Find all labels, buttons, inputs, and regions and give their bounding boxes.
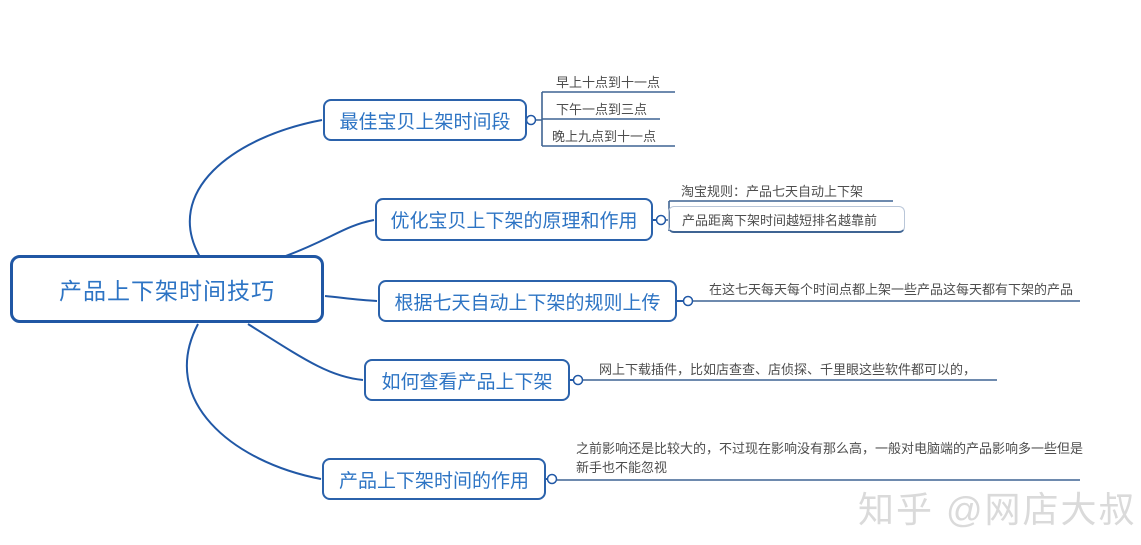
subtopic-2-2[interactable]: 产品距离下架时间越短排名越靠前	[668, 206, 905, 233]
collapse-handle-branch-5[interactable]	[546, 473, 558, 485]
subtopic-2-2-label: 产品距离下架时间越短排名越靠前	[682, 212, 878, 228]
branch-topic-2[interactable]: 优化宝贝上下架的原理和作用	[375, 198, 653, 241]
branch-topic-5-label: 产品上下架时间的作用	[338, 470, 529, 492]
collapse-handle-branch-2[interactable]	[655, 214, 667, 226]
branch-topic-5[interactable]: 产品上下架时间的作用	[322, 458, 546, 500]
collapse-handle-branch-3[interactable]	[682, 295, 694, 307]
subtopic-2-1[interactable]: 淘宝规则：产品七天自动上下架	[681, 184, 864, 199]
collapse-handle-branch-1[interactable]	[525, 114, 537, 126]
subtopic-1-1[interactable]: 早上十点到十一点	[556, 75, 661, 90]
root-topic[interactable]: 产品上下架时间技巧	[10, 255, 324, 323]
zhihu-watermark: 知乎 @网店大叔	[858, 489, 1137, 530]
branch-topic-4[interactable]: 如何查看产品上下架	[364, 359, 570, 401]
collapse-handle-branch-4[interactable]	[572, 374, 584, 386]
subtopic-5-1[interactable]: 之前影响还是比较大的，不过现在影响没有那么高，一般对电脑端的产品影响多一些但是新…	[576, 441, 1084, 475]
root-topic-label: 产品上下架时间技巧	[59, 278, 275, 304]
curve-root-to-branch-3	[324, 295, 378, 302]
curve-root-to-branch-4	[247, 323, 364, 381]
branch-topic-3-label: 根据七天自动上下架的规则上传	[394, 292, 661, 314]
subtopic-1-2[interactable]: 下午一点到三点	[556, 102, 648, 117]
branch-topic-2-label: 优化宝贝上下架的原理和作用	[390, 211, 638, 232]
subtopic-4-1[interactable]: 网上下载插件，比如店查查、店侦探、千里眼这些软件都可以的，	[599, 362, 977, 377]
branch-topic-1-label: 最佳宝贝上架时间段	[339, 111, 511, 133]
branch-topic-4-label: 如何查看产品上下架	[381, 371, 553, 393]
branch-1-child-lines	[536, 91, 675, 147]
branch-topic-3[interactable]: 根据七天自动上下架的规则上传	[378, 280, 677, 322]
subtopic-1-3[interactable]: 晚上九点到十一点	[552, 129, 657, 144]
curve-root-to-branch-1	[188, 119, 323, 258]
subtopic-3-1[interactable]: 在这七天每天每个时间点都上架一些产品这每天都有下架的产品	[709, 282, 1074, 297]
curve-root-to-branch-5	[185, 323, 322, 480]
branch-topic-1[interactable]: 最佳宝贝上架时间段	[323, 99, 527, 141]
curve-root-to-branch-2	[282, 219, 375, 258]
